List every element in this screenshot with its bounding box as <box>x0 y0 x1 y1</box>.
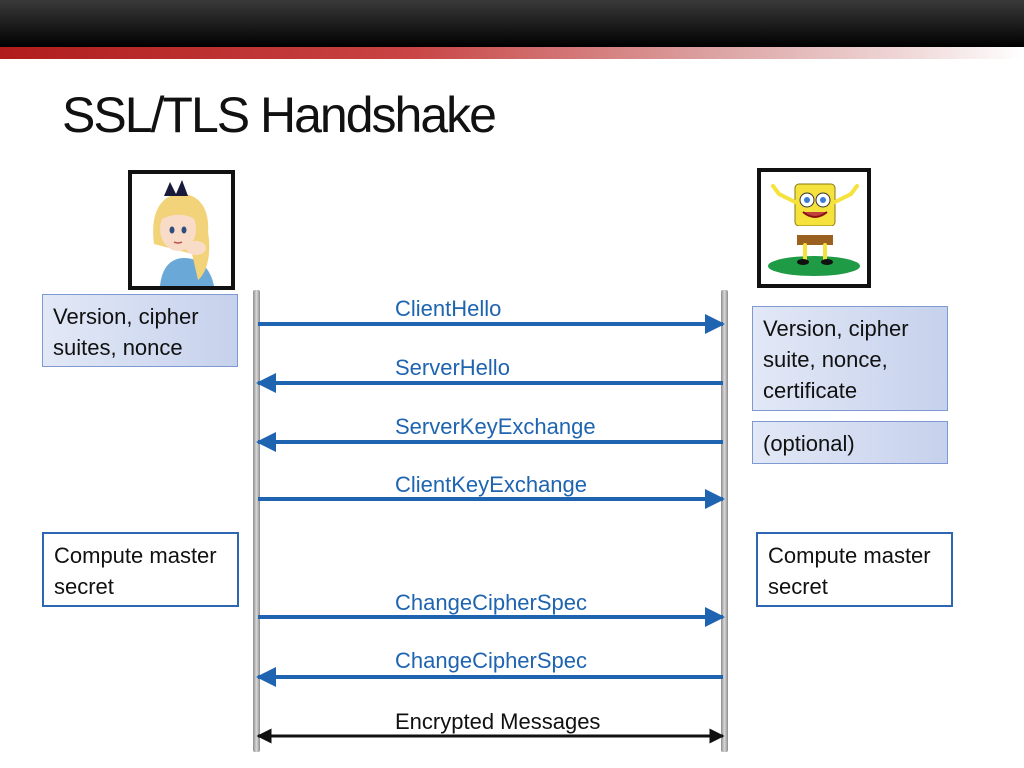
server-compute-note: Compute master secret <box>756 532 953 607</box>
message-label: ServerKeyExchange <box>395 414 596 439</box>
message-label: ClientKeyExchange <box>395 472 588 497</box>
message-label: ChangeCipherSpec <box>395 648 588 673</box>
client-portrait <box>128 170 235 290</box>
slide-title: SSL/TLS Handshake <box>62 87 497 143</box>
client-character-image <box>153 180 214 286</box>
server-hello-note: Version, cipher suite, nonce, certificat… <box>752 306 948 411</box>
server-optional-note: (optional) <box>752 421 948 464</box>
client-compute-note: Compute master secret <box>42 532 239 607</box>
message-label: ClientHello <box>395 296 502 321</box>
server-character-image <box>768 183 860 276</box>
server-portrait <box>757 168 871 288</box>
message-label: ChangeCipherSpec <box>395 590 588 615</box>
server-lifeline <box>721 290 728 752</box>
message-label: Encrypted Messages <box>395 709 601 734</box>
client-hello-note: Version, cipher suites, nonce <box>42 294 238 367</box>
message-label: ServerHello <box>395 355 510 380</box>
client-lifeline <box>253 290 260 752</box>
slide-accent-stripe <box>0 47 1024 59</box>
slide-top-bar <box>0 0 1024 47</box>
